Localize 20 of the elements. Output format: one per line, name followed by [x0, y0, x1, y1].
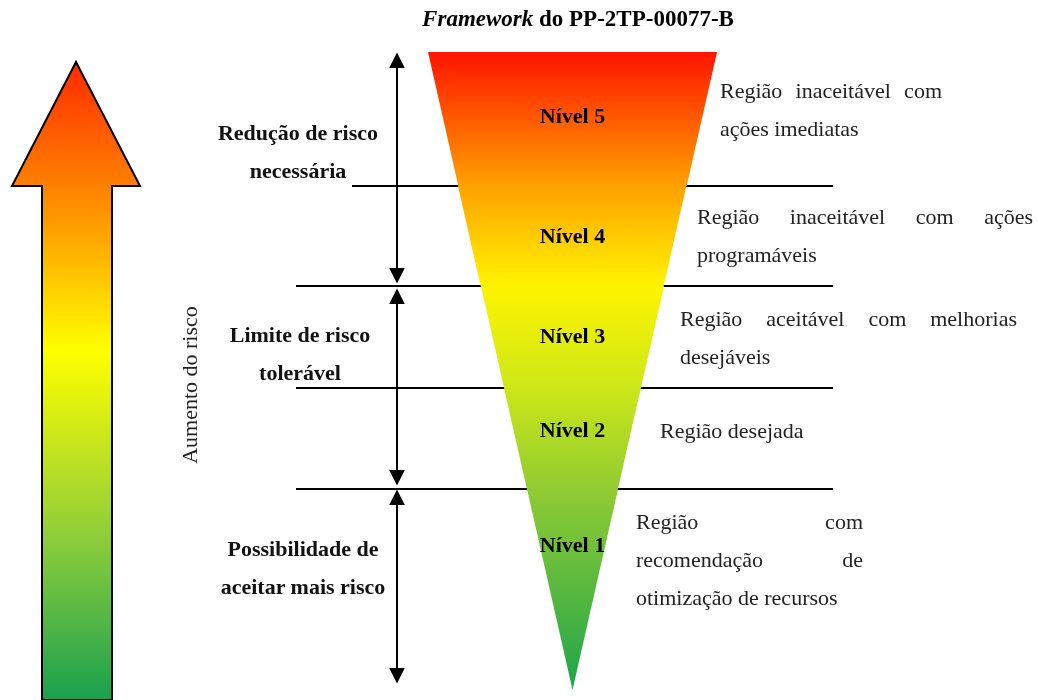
- level-label: Nível 3: [539, 323, 606, 349]
- bracket-label: Limite de risco tolerável: [228, 321, 372, 387]
- risk-level-band: [428, 52, 717, 186]
- region-description: Região desejada: [660, 417, 805, 445]
- region-description: Região com recomendação de otimização de recursos: [636, 508, 863, 612]
- title: Framework do PP-2TP-00077-B: [421, 6, 735, 32]
- risk-level-band: [526, 489, 618, 690]
- bracket-label: Redução de risco necessária: [216, 119, 380, 185]
- region-description: Região aceitável com melhorias desejáveis: [680, 305, 1017, 371]
- region-description: Região inaceitável com ações imediatas: [720, 77, 942, 143]
- level-label: Nível 5: [539, 103, 606, 129]
- region-description: Região inaceitável com ações programáveis: [697, 203, 1033, 269]
- level-label: Nível 1: [539, 532, 606, 558]
- level-label: Nível 4: [539, 223, 606, 249]
- level-label: Nível 2: [539, 417, 606, 443]
- bracket-label: Possibilidade de aceitar mais risco: [219, 535, 387, 601]
- risk-level-band: [504, 388, 641, 489]
- axis-label: Aumento do risco: [177, 306, 203, 464]
- risk-level-band: [481, 286, 664, 388]
- risk-level-band: [458, 186, 687, 286]
